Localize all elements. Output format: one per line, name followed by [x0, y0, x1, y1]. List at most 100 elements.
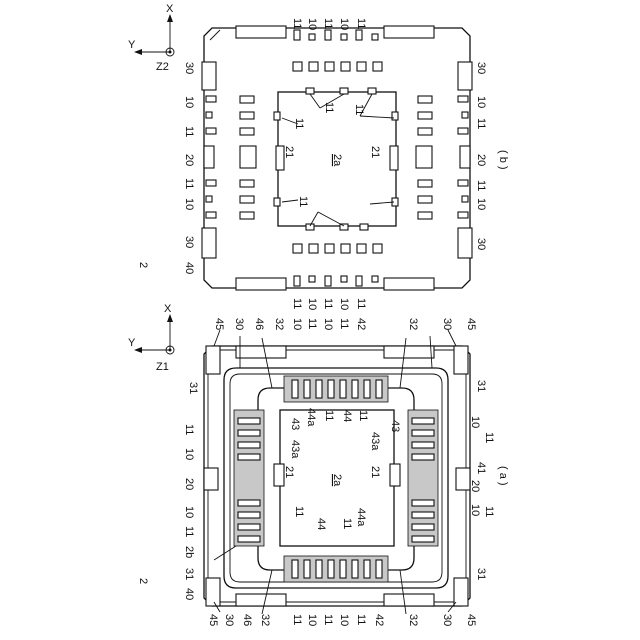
- axis-x-label-a: X: [164, 303, 172, 315]
- svg-text:42: 42: [373, 614, 385, 626]
- svg-text:10: 10: [469, 416, 481, 428]
- svg-text:43: 43: [389, 420, 401, 432]
- svg-text:11: 11: [183, 178, 195, 189]
- pad-30-b: [202, 62, 216, 90]
- svg-text:10: 10: [338, 298, 350, 310]
- lead-comb-bottom-a: [284, 556, 388, 582]
- svg-text:10: 10: [306, 298, 318, 310]
- figure-a: X Y Z1: [128, 303, 509, 626]
- pad-21-a: [390, 464, 400, 486]
- pad-20-b: [204, 146, 214, 168]
- svg-text:20: 20: [183, 154, 195, 166]
- svg-text:11: 11: [293, 506, 305, 517]
- svg-text:11: 11: [297, 196, 309, 207]
- axis-indicator-a: X Y Z1: [128, 303, 174, 373]
- ref-assembly-a: 2: [137, 578, 149, 584]
- svg-text:31: 31: [475, 380, 487, 392]
- svg-text:11: 11: [322, 614, 334, 625]
- svg-text:30: 30: [475, 62, 487, 74]
- svg-text:44: 44: [315, 518, 327, 530]
- svg-text:11: 11: [475, 118, 487, 129]
- axis-y-label-b: Y: [128, 39, 136, 51]
- svg-text:11: 11: [306, 318, 318, 329]
- svg-text:11: 11: [355, 614, 367, 625]
- svg-text:42: 42: [355, 318, 367, 330]
- svg-text:10: 10: [183, 448, 195, 460]
- svg-text:11: 11: [291, 298, 303, 309]
- chip-label-2a-a: 2a: [331, 474, 343, 487]
- edge-pads-top-b: [294, 30, 378, 40]
- svg-text:45: 45: [465, 614, 477, 626]
- svg-text:40: 40: [183, 262, 195, 274]
- edge-pads-bottom-b: [294, 276, 378, 286]
- svg-text:43: 43: [289, 418, 301, 430]
- svg-text:11: 11: [355, 18, 367, 29]
- svg-text:20: 20: [183, 478, 195, 490]
- svg-text:30: 30: [475, 238, 487, 250]
- svg-text:20: 20: [469, 480, 481, 492]
- svg-text:31: 31: [183, 568, 195, 580]
- svg-text:11: 11: [293, 118, 305, 129]
- svg-text:10: 10: [183, 198, 195, 210]
- svg-text:46: 46: [253, 318, 265, 330]
- svg-text:11: 11: [357, 410, 369, 421]
- pad-21-a: [274, 464, 284, 486]
- svg-text:10: 10: [475, 96, 487, 108]
- pad-30-b: [384, 278, 434, 290]
- lead-comb-left-a: [234, 410, 264, 546]
- caption-a: ( a ): [497, 466, 509, 486]
- axis-z-label-a: Z1: [156, 361, 169, 373]
- svg-text:32: 32: [273, 318, 285, 330]
- pad-21-b: [276, 146, 284, 170]
- svg-text:40: 40: [183, 588, 195, 600]
- caption-b: ( b ): [497, 150, 509, 170]
- svg-text:11: 11: [291, 18, 303, 29]
- svg-text:10: 10: [306, 614, 318, 626]
- svg-text:10: 10: [338, 18, 350, 30]
- svg-text:10: 10: [183, 506, 195, 518]
- svg-text:21: 21: [283, 466, 295, 478]
- svg-text:45: 45: [465, 318, 477, 330]
- svg-text:10: 10: [183, 96, 195, 108]
- svg-text:10: 10: [291, 318, 303, 330]
- svg-text:44a: 44a: [355, 508, 367, 527]
- svg-text:31: 31: [187, 382, 199, 394]
- svg-text:21: 21: [369, 466, 381, 478]
- svg-text:44: 44: [341, 410, 353, 422]
- pad-30-b: [458, 228, 472, 258]
- svg-text:31: 31: [475, 568, 487, 580]
- axis-indicator-b: X Y Z2: [128, 3, 174, 73]
- svg-text:11: 11: [355, 298, 367, 309]
- svg-text:21: 21: [369, 146, 381, 158]
- svg-text:30: 30: [183, 236, 195, 248]
- svg-text:20: 20: [475, 154, 487, 166]
- svg-text:11: 11: [322, 298, 334, 309]
- svg-text:10: 10: [475, 198, 487, 210]
- svg-text:43a: 43a: [289, 440, 301, 459]
- lead-comb-top-a: [284, 376, 388, 402]
- svg-text:30: 30: [441, 614, 453, 626]
- pad-30-b: [202, 228, 216, 258]
- pad-30-b: [384, 26, 434, 38]
- axis-z-label-b: Z2: [156, 61, 169, 73]
- svg-text:21: 21: [283, 146, 295, 158]
- pad-20-b: [460, 146, 470, 168]
- svg-text:30: 30: [223, 614, 235, 626]
- svg-text:32: 32: [407, 318, 419, 330]
- svg-text:10: 10: [322, 318, 334, 330]
- svg-text:11: 11: [341, 518, 353, 529]
- svg-text:11: 11: [483, 506, 495, 517]
- svg-text:41: 41: [475, 462, 487, 474]
- svg-text:43a: 43a: [369, 432, 381, 451]
- svg-text:45: 45: [213, 318, 225, 330]
- svg-text:2b: 2b: [183, 546, 195, 558]
- pad-21-b: [390, 146, 398, 170]
- svg-text:11: 11: [183, 526, 195, 537]
- svg-text:11: 11: [183, 424, 195, 435]
- svg-text:10: 10: [338, 614, 350, 626]
- chip-label-2a-b: 2a: [331, 154, 343, 167]
- svg-text:30: 30: [233, 318, 245, 330]
- svg-text:30: 30: [441, 318, 453, 330]
- svg-text:44a: 44a: [305, 408, 317, 427]
